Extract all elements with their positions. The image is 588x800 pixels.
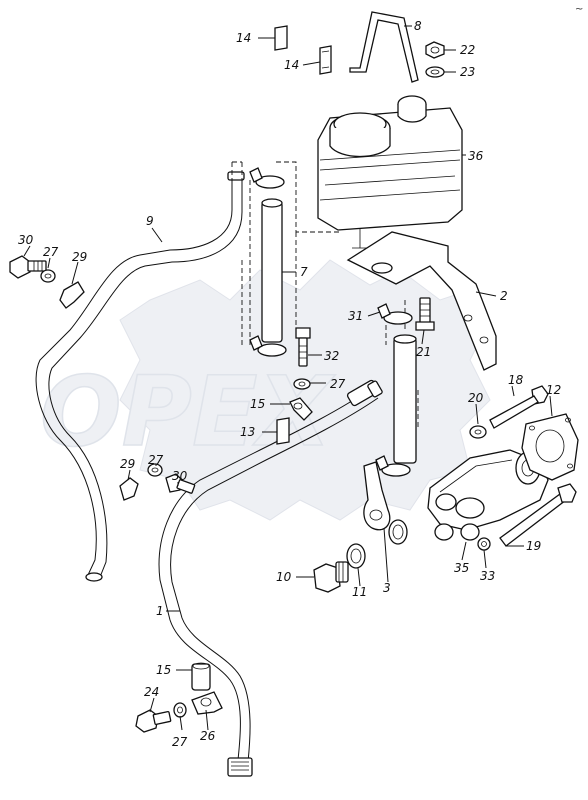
bracket-2 (346, 231, 497, 371)
pad-14-lower (319, 45, 332, 75)
gasket-12 (521, 413, 579, 481)
callout-33: 33 (480, 569, 495, 583)
callout-26: 26 (200, 729, 216, 743)
clip-29-lower (119, 477, 139, 501)
clamp-lower (375, 455, 411, 477)
o-ring-11 (346, 543, 366, 569)
clip-29-upper (59, 281, 85, 309)
reservoir-36 (317, 95, 463, 249)
callout-20: 20 (468, 391, 484, 405)
bolt-18 (489, 385, 549, 429)
callout-36: 36 (468, 149, 484, 163)
callout-1: 1 (156, 604, 164, 618)
bolt-30-upper (9, 255, 47, 279)
clip-15-mid (289, 397, 313, 421)
callout-27-lower: 27 (148, 453, 164, 467)
clip-26 (191, 691, 223, 715)
callout-8: 8 (414, 19, 422, 33)
bolt-21 (415, 297, 435, 331)
callout-13: 13 (240, 425, 255, 439)
callout-11: 11 (352, 585, 367, 599)
callout-35: 35 (454, 561, 469, 575)
callout-10: 10 (276, 570, 292, 584)
banjo-fitting-3 (363, 461, 391, 531)
washer-27-bottom (173, 702, 187, 718)
callout-15-lower: 15 (156, 663, 171, 677)
callout-27-mid: 27 (330, 377, 346, 391)
sleeve-15-lower (191, 662, 211, 691)
callout-24: 24 (144, 685, 159, 699)
callout-9: 9 (146, 214, 154, 228)
pad-13 (276, 417, 290, 445)
clamp-top (249, 167, 285, 189)
callout-29-lower: 29 (120, 457, 135, 471)
bolt-19 (499, 483, 577, 547)
callout-22: 22 (460, 43, 475, 57)
corner-mark: ~ (575, 4, 583, 15)
bolt-30-lower (165, 473, 196, 494)
pipe-1 (158, 379, 383, 777)
callout-7: 7 (300, 265, 308, 279)
bolt-32 (295, 327, 311, 367)
callout-30-lower: 30 (172, 469, 188, 483)
callout-labels: 14 14 8 22 23 36 9 30 27 29 7 2 31 21 32… (18, 19, 561, 749)
washer-33 (477, 537, 491, 551)
callout-29-upper: 29 (72, 250, 87, 264)
callout-18: 18 (508, 373, 524, 387)
bolt-24 (135, 709, 172, 733)
pad-14-upper (274, 25, 288, 51)
watermark-text: OPEX (40, 356, 336, 468)
hose-right (393, 334, 417, 464)
washer-27-lower (147, 463, 163, 477)
hose-9 (35, 171, 245, 582)
callout-31: 31 (348, 309, 363, 323)
washer-20 (469, 425, 487, 439)
leader-lines (23, 25, 553, 731)
hose-7 (261, 198, 283, 343)
callout-30-upper: 30 (18, 233, 34, 247)
callout-19: 19 (526, 539, 541, 553)
callout-3: 3 (383, 581, 391, 595)
bracket-8 (349, 11, 419, 83)
callout-12: 12 (546, 383, 561, 397)
callout-21: 21 (416, 345, 431, 359)
callout-32: 32 (324, 349, 339, 363)
washer-27-mid (293, 378, 311, 390)
washer-23 (425, 66, 445, 78)
nut-22 (425, 41, 445, 59)
callout-14-lower: 14 (284, 58, 299, 72)
callout-2: 2 (500, 289, 508, 303)
clamp-31 (377, 303, 413, 325)
plug-10 (313, 561, 349, 593)
washer-27-upper (40, 269, 56, 283)
callout-27-bottom: 27 (172, 735, 188, 749)
callout-23: 23 (460, 65, 475, 79)
callout-27-upper: 27 (43, 245, 59, 259)
callout-15-mid: 15 (250, 397, 265, 411)
clamp-mid (249, 335, 287, 357)
callout-14-upper: 14 (236, 31, 251, 45)
o-ring-right (388, 519, 408, 545)
